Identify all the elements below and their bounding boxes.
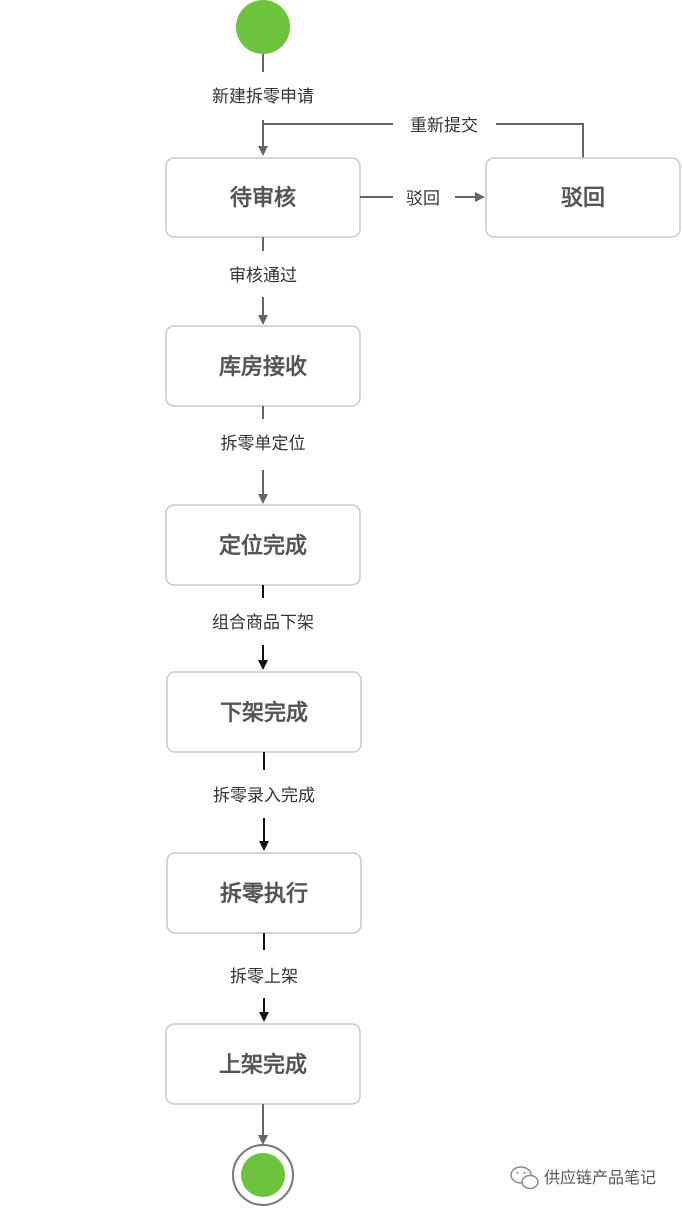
edge-label-entry-done: 拆零录入完成	[213, 786, 315, 806]
watermark-text: 供应链产品笔记	[544, 1168, 656, 1187]
start-node	[236, 0, 290, 54]
state-label-takedown-done: 下架完成	[220, 700, 308, 726]
state-label-split-execute: 拆零执行	[220, 881, 308, 907]
edge-label-approve: 审核通过	[229, 266, 297, 286]
state-label-pending-review: 待审核	[230, 185, 296, 211]
state-label-rejected: 驳回	[561, 186, 605, 211]
state-label-location-done: 定位完成	[219, 533, 307, 559]
state-rejected	[485, 157, 681, 238]
state-label-shelving-done: 上架完成	[219, 1052, 307, 1078]
edge-label-reject: 驳回	[406, 189, 440, 209]
edge-label-takedown: 组合商品下架	[212, 613, 314, 633]
edge-label-shelve: 拆零上架	[230, 967, 298, 987]
edge-label-resubmit: 重新提交	[410, 116, 478, 136]
edge-line	[496, 123, 584, 158]
state-label-warehouse-receive: 库房接收	[219, 354, 307, 380]
wechat-icon	[510, 1166, 539, 1190]
edge-label-locate-order: 拆零单定位	[221, 434, 306, 454]
edge-label-create: 新建拆零申请	[212, 87, 314, 107]
end-node	[241, 1153, 285, 1197]
